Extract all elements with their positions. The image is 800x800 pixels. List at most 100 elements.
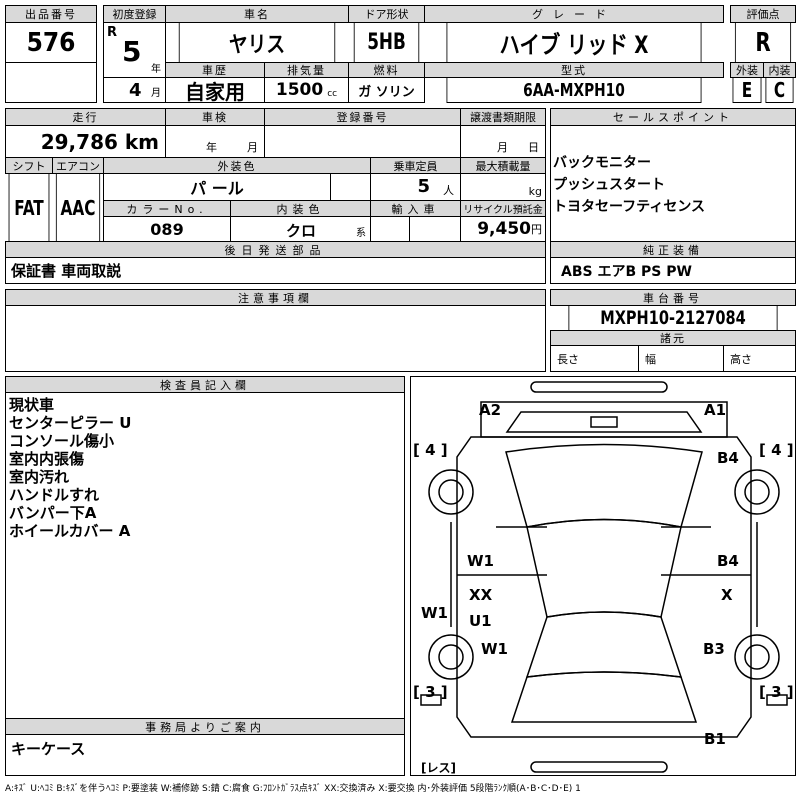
inspector-item: 室内内張傷 <box>9 450 85 468</box>
mark-w1: W1 <box>481 640 508 658</box>
shift: FAT <box>8 173 50 242</box>
import-label: 輸入車 <box>370 200 461 217</box>
lot-label: 出品番号 <box>5 5 97 23</box>
car-name: ヤリス <box>178 22 336 63</box>
door-label: ドア形状 <box>348 5 425 23</box>
notes-label: 注意事項欄 <box>5 289 546 306</box>
displacement-unit: cc <box>327 89 338 99</box>
history-label: 車歴 <box>165 62 265 78</box>
sales-item: トヨタセーフティセンス <box>553 199 706 215</box>
mileage-label: 走行 <box>5 108 166 126</box>
inspector-label: 検査員記入欄 <box>5 376 405 393</box>
capacity-unit: 人 <box>443 184 454 197</box>
recycle-value: 9,450 <box>477 219 531 239</box>
grade: ハイブ リッド X <box>446 22 702 63</box>
mark-w1: W1 <box>467 552 494 570</box>
mark-b4: B4 <box>717 552 739 570</box>
height: 高さ <box>723 345 796 372</box>
era: R <box>107 25 118 40</box>
score-label: 評価点 <box>730 5 796 23</box>
transfer-month: 月 <box>497 141 508 154</box>
inspection-label: 車検 <box>165 108 265 126</box>
int-color: クロ系 <box>230 216 371 242</box>
later-parts-label: 後日発送部品 <box>5 241 546 258</box>
inspector-item: コンソール傷小 <box>9 432 115 450</box>
int-color-value: クロ <box>286 222 317 240</box>
inspection-month: 月 <box>247 141 258 154</box>
ext-label: 外装 <box>730 62 764 78</box>
later-parts: 保証書 車両取説 <box>5 257 546 284</box>
capacity-label: 乗車定員 <box>370 157 461 174</box>
inspection-year: 年 <box>206 141 217 154</box>
score: R <box>734 22 792 63</box>
month-unit: 月 <box>151 88 161 99</box>
legend: A:ｷｽﾞ U:ﾍｺﾐ B:ｷｽﾞを伴うﾍｺﾐ P:要塗装 W:補修跡 S:錆 … <box>5 784 581 794</box>
max-load-label: 最大積載量 <box>460 157 546 174</box>
reg-no-label: 登録番号 <box>264 108 461 126</box>
lot-blank <box>5 62 97 103</box>
reg-no-value <box>264 125 461 158</box>
int-label: 内装 <box>763 62 796 78</box>
inspector-item: 現状車 <box>9 396 55 414</box>
mark-x: X <box>721 586 733 604</box>
aircon: AAC <box>55 173 101 242</box>
car-diagram: A2 A1 [ 4 ] B4 [ 4 ] W1 B4 XX X W1 U1 W1… <box>410 376 796 776</box>
max-load-unit: kg <box>528 185 542 198</box>
displacement-label: 排気量 <box>264 62 349 78</box>
capacity-value: 5 <box>417 176 430 197</box>
chassis-number: MXPH10-2127084 <box>568 305 778 331</box>
ext-color: パ ール <box>103 173 331 201</box>
mark-w1: W1 <box>421 604 448 622</box>
first-reg-month: 4 月 <box>103 77 166 103</box>
shift-label: シフト <box>5 157 53 174</box>
recycle-unit: 円 <box>531 223 542 236</box>
displacement-value: 1500 <box>275 80 324 100</box>
inspector-item: ホイールカバー A <box>9 522 131 540</box>
history: 自家用 <box>165 77 265 103</box>
import-b <box>409 216 461 242</box>
inspector-item: ハンドルすれ <box>9 486 100 504</box>
model-label: 型式 <box>424 62 724 78</box>
fuel-label: 燃料 <box>348 62 425 78</box>
inspector-item: 室内汚れ <box>9 468 70 486</box>
ext-color-label: 外装色 <box>103 157 371 174</box>
sales-item: プッシュスタート <box>553 177 665 193</box>
mark-tire-rr: [ 3 ] <box>759 683 794 701</box>
inspection-value: 年月 <box>165 125 265 158</box>
month: 4 <box>129 80 142 101</box>
car-outline-icon <box>420 381 788 773</box>
equipment: ABS エアB PS PW <box>550 257 796 284</box>
mileage: 29,786 km <box>5 125 166 158</box>
mark-b4: B4 <box>717 449 739 467</box>
mark-tire-fl: [ 4 ] <box>413 441 448 459</box>
first-reg-year: R 5 年 <box>103 22 166 78</box>
mark-tire-rl: [ 3 ] <box>413 683 448 701</box>
mark-spare: [レス] <box>421 761 456 775</box>
inspector-item: センターピラー U <box>9 414 132 432</box>
color-no: 089 <box>103 216 231 242</box>
max-load: kg <box>460 173 546 201</box>
mark-u1: U1 <box>469 612 492 630</box>
model-code: 6AA-MXPH10 <box>446 77 702 103</box>
inspector-item: バンパー下A <box>9 504 97 522</box>
mark-a2: A2 <box>479 401 502 419</box>
lot-number: 576 <box>5 22 97 63</box>
mark-xx: XX <box>469 586 493 604</box>
mark-b3: B3 <box>703 640 725 658</box>
year: 5 <box>122 35 142 68</box>
sales-item: バックモニター <box>553 155 651 171</box>
notes-content <box>5 305 546 372</box>
sales-points: バックモニター プッシュスタート トヨタセーフティセンス <box>550 125 796 242</box>
first-reg-label: 初度登録 <box>103 5 166 23</box>
transfer-day: 日 <box>528 141 539 154</box>
sales-point-label: セールスポイント <box>550 108 796 126</box>
ac-label: エアコン <box>52 157 104 174</box>
fuel: ガ ソリン <box>348 77 425 103</box>
int-color-label: 内装色 <box>230 200 371 217</box>
ext-score: E <box>732 77 762 103</box>
grade-label: グレード <box>424 5 724 23</box>
transfer-value: 月日 <box>460 125 546 158</box>
ext-color-extra <box>330 173 371 201</box>
length: 長さ <box>550 345 639 372</box>
